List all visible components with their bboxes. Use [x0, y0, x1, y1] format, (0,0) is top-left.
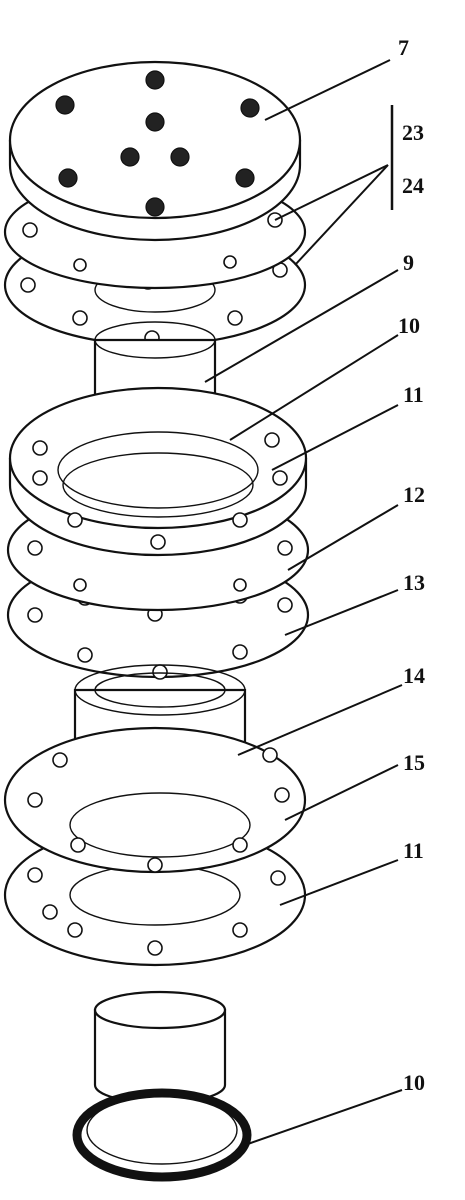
leader-lines	[204, 59, 403, 1146]
label-13: 13	[403, 570, 425, 595]
part-15-flange	[3, 726, 307, 874]
bushing	[93, 990, 227, 1105]
label-23: 23	[402, 120, 424, 145]
label-15: 15	[403, 750, 425, 775]
part-11-flange-upper	[8, 386, 308, 557]
label-10-upper: 10	[398, 313, 420, 338]
label-12: 12	[403, 482, 425, 507]
part-7-top-plate	[8, 60, 302, 242]
label-11-upper: 11	[403, 382, 424, 407]
label-14: 14	[403, 663, 425, 688]
label-24: 24	[402, 173, 424, 198]
label-9: 9	[403, 250, 414, 275]
label-10-lower: 10	[403, 1070, 425, 1095]
label-7: 7	[398, 35, 409, 60]
label-11-lower: 11	[403, 838, 424, 863]
part-10-seal-lower	[72, 1088, 252, 1182]
